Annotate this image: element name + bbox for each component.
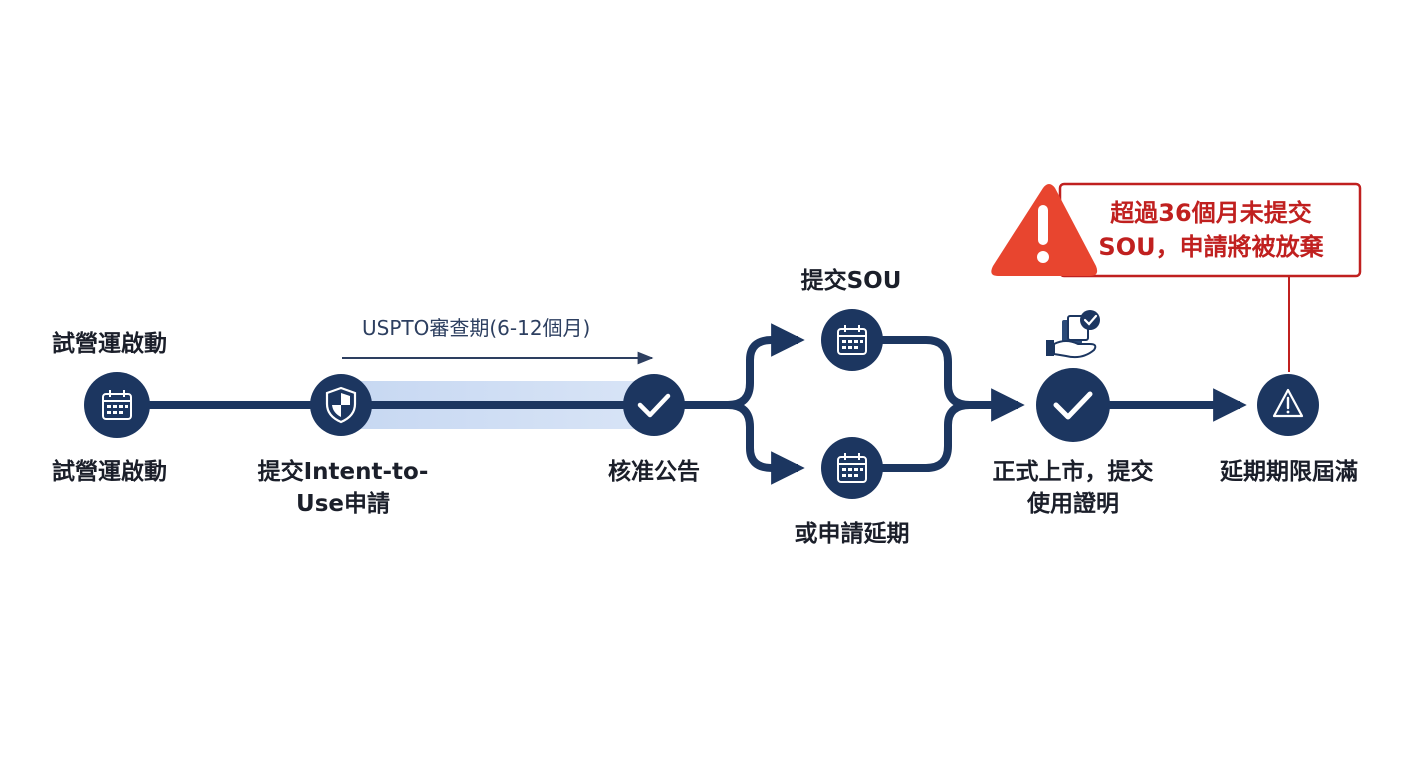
node-extension <box>821 437 883 499</box>
node-submit-sou <box>821 309 883 371</box>
shield-icon <box>325 386 357 424</box>
node-launch <box>1036 368 1110 442</box>
branch-merge-path <box>852 336 971 409</box>
node-approval <box>623 374 685 436</box>
warning-line1: 超過36個月未提交 <box>1110 199 1312 227</box>
file-label: 提交Intent-to- Use申請 <box>248 456 438 520</box>
branch-merge-path-lower <box>852 388 1025 472</box>
branch-split-path-lower <box>727 401 805 485</box>
calendar-icon <box>102 390 132 420</box>
node-expiry <box>1257 374 1319 436</box>
submit-sou-label: 提交SOU <box>800 268 902 294</box>
checkmark-icon <box>637 393 671 418</box>
start-label: 試營運啟動 <box>52 459 167 485</box>
calendar-icon <box>837 453 867 483</box>
checkmark-icon <box>1053 391 1093 420</box>
expiry-label: 延期期限屆滿 <box>1220 459 1358 485</box>
approval-label: 核准公告 <box>608 459 700 485</box>
warning-line2: SOU，申請將被放棄 <box>1098 233 1324 261</box>
review-period-label: USPTO審查期(6-12個月) <box>362 316 591 340</box>
node-file-intent-to-use <box>310 374 372 436</box>
warning-icon <box>1272 388 1304 418</box>
alert-triangle-icon <box>991 184 1098 276</box>
calendar-icon <box>837 325 867 355</box>
node-start <box>84 372 150 438</box>
file-label-line2: Use申請 <box>296 491 390 517</box>
warning-callout-text: 超過36個月未提交 SOU，申請將被放棄 <box>1068 196 1354 264</box>
start-title: 試營運啟動 <box>52 331 167 357</box>
launch-label: 正式上市，提交 使用證明 <box>978 456 1168 520</box>
launch-label-line2: 使用證明 <box>1027 491 1119 517</box>
file-label-line1: 提交Intent-to- <box>257 459 429 485</box>
extension-label: 或申請延期 <box>794 521 910 547</box>
document-hand-check-icon <box>1046 310 1100 359</box>
launch-label-line1: 正式上市，提交 <box>992 459 1154 485</box>
